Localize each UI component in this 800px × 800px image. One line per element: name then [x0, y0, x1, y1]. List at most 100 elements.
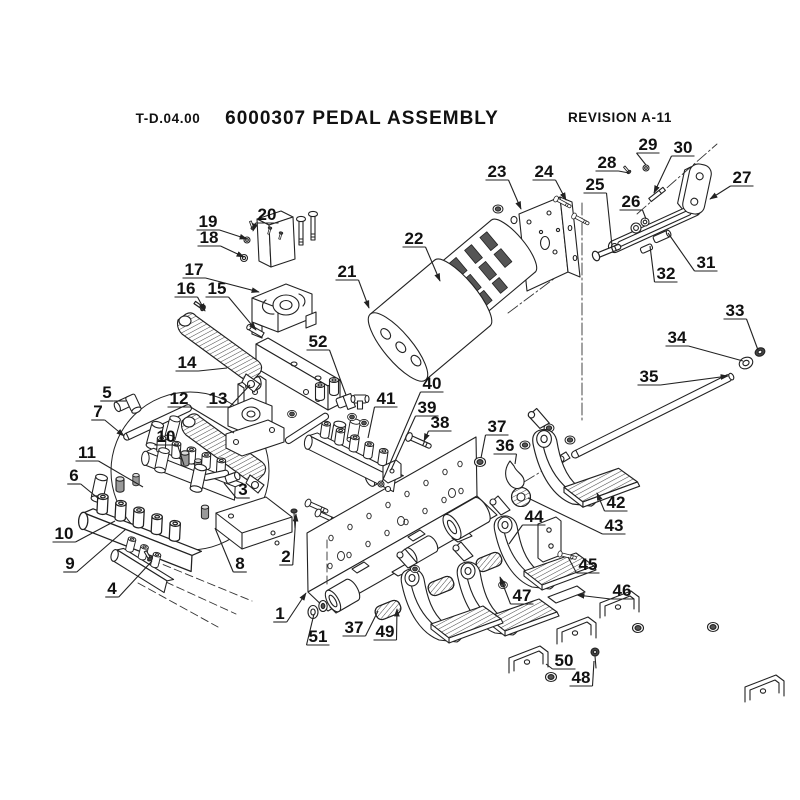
fitting-cluster	[284, 376, 576, 493]
page-title: 6000307 PEDAL ASSEMBLY	[225, 108, 499, 129]
callout-26: 26	[619, 192, 647, 220]
svg-text:17: 17	[185, 260, 204, 279]
callout-34: 34	[665, 328, 744, 362]
callout-37: 37	[342, 610, 379, 637]
svg-text:14: 14	[178, 353, 197, 372]
svg-text:49: 49	[376, 622, 395, 641]
callout-50: 50	[545, 651, 576, 670]
svg-text:43: 43	[605, 516, 624, 535]
callout-46: 46	[576, 581, 634, 600]
callout-11: 11	[75, 443, 144, 488]
svg-text:34: 34	[668, 328, 687, 347]
svg-text:2: 2	[281, 547, 290, 566]
callout-6: 6	[67, 466, 100, 500]
svg-text:26: 26	[622, 192, 641, 211]
svg-text:41: 41	[377, 389, 396, 408]
svg-text:36: 36	[496, 436, 515, 455]
svg-text:15: 15	[208, 279, 227, 298]
svg-text:25: 25	[586, 175, 605, 194]
svg-text:27: 27	[733, 168, 752, 187]
svg-text:38: 38	[431, 413, 450, 432]
svg-text:46: 46	[613, 581, 632, 600]
callout-8: 8	[214, 527, 247, 573]
svg-text:48: 48	[572, 668, 591, 687]
svg-text:3: 3	[238, 480, 247, 499]
callout-7: 7	[91, 402, 125, 437]
mini-manifold	[110, 535, 175, 594]
callout-21: 21	[335, 262, 370, 309]
callout-41: 41	[367, 389, 398, 439]
svg-text:10: 10	[157, 427, 176, 446]
pin-48	[590, 647, 600, 669]
callout-52: 52	[306, 332, 347, 396]
svg-text:4: 4	[107, 579, 117, 598]
svg-text:33: 33	[726, 301, 745, 320]
callout-18: 18	[197, 228, 245, 258]
svg-text:35: 35	[640, 367, 659, 386]
callout-19: 19	[196, 212, 248, 240]
callout-15: 15	[205, 279, 257, 331]
elbow-fitting	[113, 393, 142, 414]
title-block: T-D.04.00 6000307 PEDAL ASSEMBLY REVISIO…	[136, 108, 672, 129]
callout-29: 29	[636, 135, 660, 166]
spacer-tubes	[324, 466, 491, 613]
washers	[307, 599, 328, 620]
callout-5: 5	[100, 383, 126, 402]
svg-text:37: 37	[345, 618, 364, 637]
svg-text:32: 32	[657, 264, 676, 283]
callout-25: 25	[583, 175, 613, 247]
callout-3: 3	[223, 480, 250, 499]
svg-text:10: 10	[55, 524, 74, 543]
callout-51: 51	[305, 613, 330, 646]
pivot-bracket	[251, 283, 317, 339]
return-spring-coil	[510, 486, 532, 508]
air-cylinder	[367, 258, 493, 382]
svg-text:42: 42	[607, 493, 626, 512]
svg-text:44: 44	[525, 507, 544, 526]
callout-17: 17	[182, 260, 260, 293]
svg-text:47: 47	[513, 586, 532, 605]
svg-text:20: 20	[258, 205, 277, 224]
svg-text:37: 37	[488, 417, 507, 436]
doc-code: T-D.04.00	[136, 111, 201, 126]
callout-43: 43	[527, 497, 626, 535]
svg-text:52: 52	[309, 332, 328, 351]
svg-text:22: 22	[405, 229, 424, 248]
support-block	[215, 496, 340, 550]
callout-27: 27	[709, 168, 754, 200]
callout-37: 37	[480, 417, 509, 459]
callout-38: 38	[423, 413, 452, 442]
nut-33	[754, 347, 766, 357]
callout-14: 14	[175, 353, 228, 372]
callout-30: 30	[653, 138, 695, 194]
svg-text:11: 11	[78, 443, 96, 462]
svg-text:39: 39	[418, 398, 437, 417]
callout-12: 12	[167, 389, 235, 434]
svg-text:31: 31	[697, 253, 716, 272]
callout-1: 1	[273, 592, 307, 623]
callout-44: 44	[508, 507, 546, 545]
callout-23: 23	[485, 162, 522, 210]
manifold-assembly	[76, 446, 210, 594]
callout-4: 4	[105, 560, 153, 598]
svg-text:12: 12	[170, 389, 189, 408]
pedal-link-rod	[555, 347, 766, 465]
svg-text:50: 50	[555, 651, 574, 670]
svg-text:1: 1	[275, 604, 284, 623]
callout-10: 10	[154, 427, 185, 466]
spring-hook	[505, 460, 525, 489]
svg-text:21: 21	[338, 262, 357, 281]
svg-text:30: 30	[674, 138, 693, 157]
svg-text:7: 7	[93, 402, 102, 421]
callout-16: 16	[174, 279, 206, 312]
svg-text:5: 5	[102, 383, 111, 402]
washer-34	[738, 356, 754, 370]
callout-42: 42	[596, 492, 628, 512]
revision-label: REVISION A-11	[568, 110, 672, 125]
pedal-pad-plate	[547, 585, 586, 604]
callout-9: 9	[63, 528, 127, 573]
callout-10: 10	[52, 520, 116, 543]
callout-47: 47	[499, 576, 534, 605]
